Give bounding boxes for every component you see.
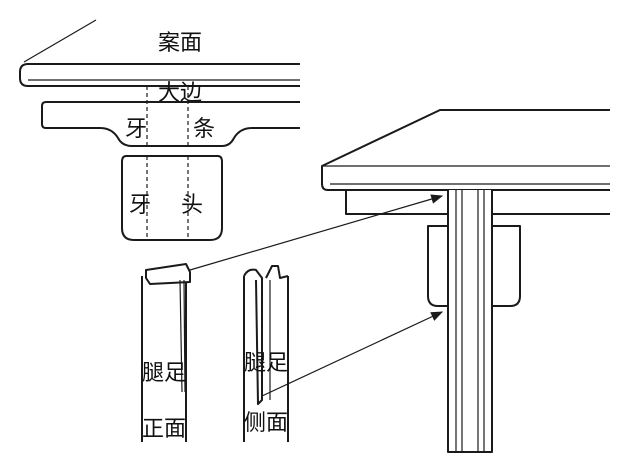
label-leg-front-2: 正面 xyxy=(142,417,186,442)
spandrel-part xyxy=(121,155,223,241)
table-top-part xyxy=(19,19,300,87)
leg-front-part xyxy=(141,263,191,442)
label-leg-side-2: 侧面 xyxy=(244,411,288,436)
apron-part xyxy=(41,86,300,147)
label-leg-front-1: 腿足 xyxy=(142,361,186,386)
arrow-front-to-table xyxy=(189,194,444,271)
label-table-top: 案面 xyxy=(158,31,202,56)
leg-side-part xyxy=(243,265,289,442)
label-apron-1: 牙 xyxy=(125,117,147,142)
label-leg-side-1: 腿足 xyxy=(244,351,288,376)
assembled-table xyxy=(321,109,610,453)
label-spandrel-2: 头 xyxy=(181,193,203,218)
label-apron-2: 条 xyxy=(193,117,215,142)
label-spandrel-1: 牙 xyxy=(129,193,151,218)
arrow-side-to-table xyxy=(261,311,444,397)
